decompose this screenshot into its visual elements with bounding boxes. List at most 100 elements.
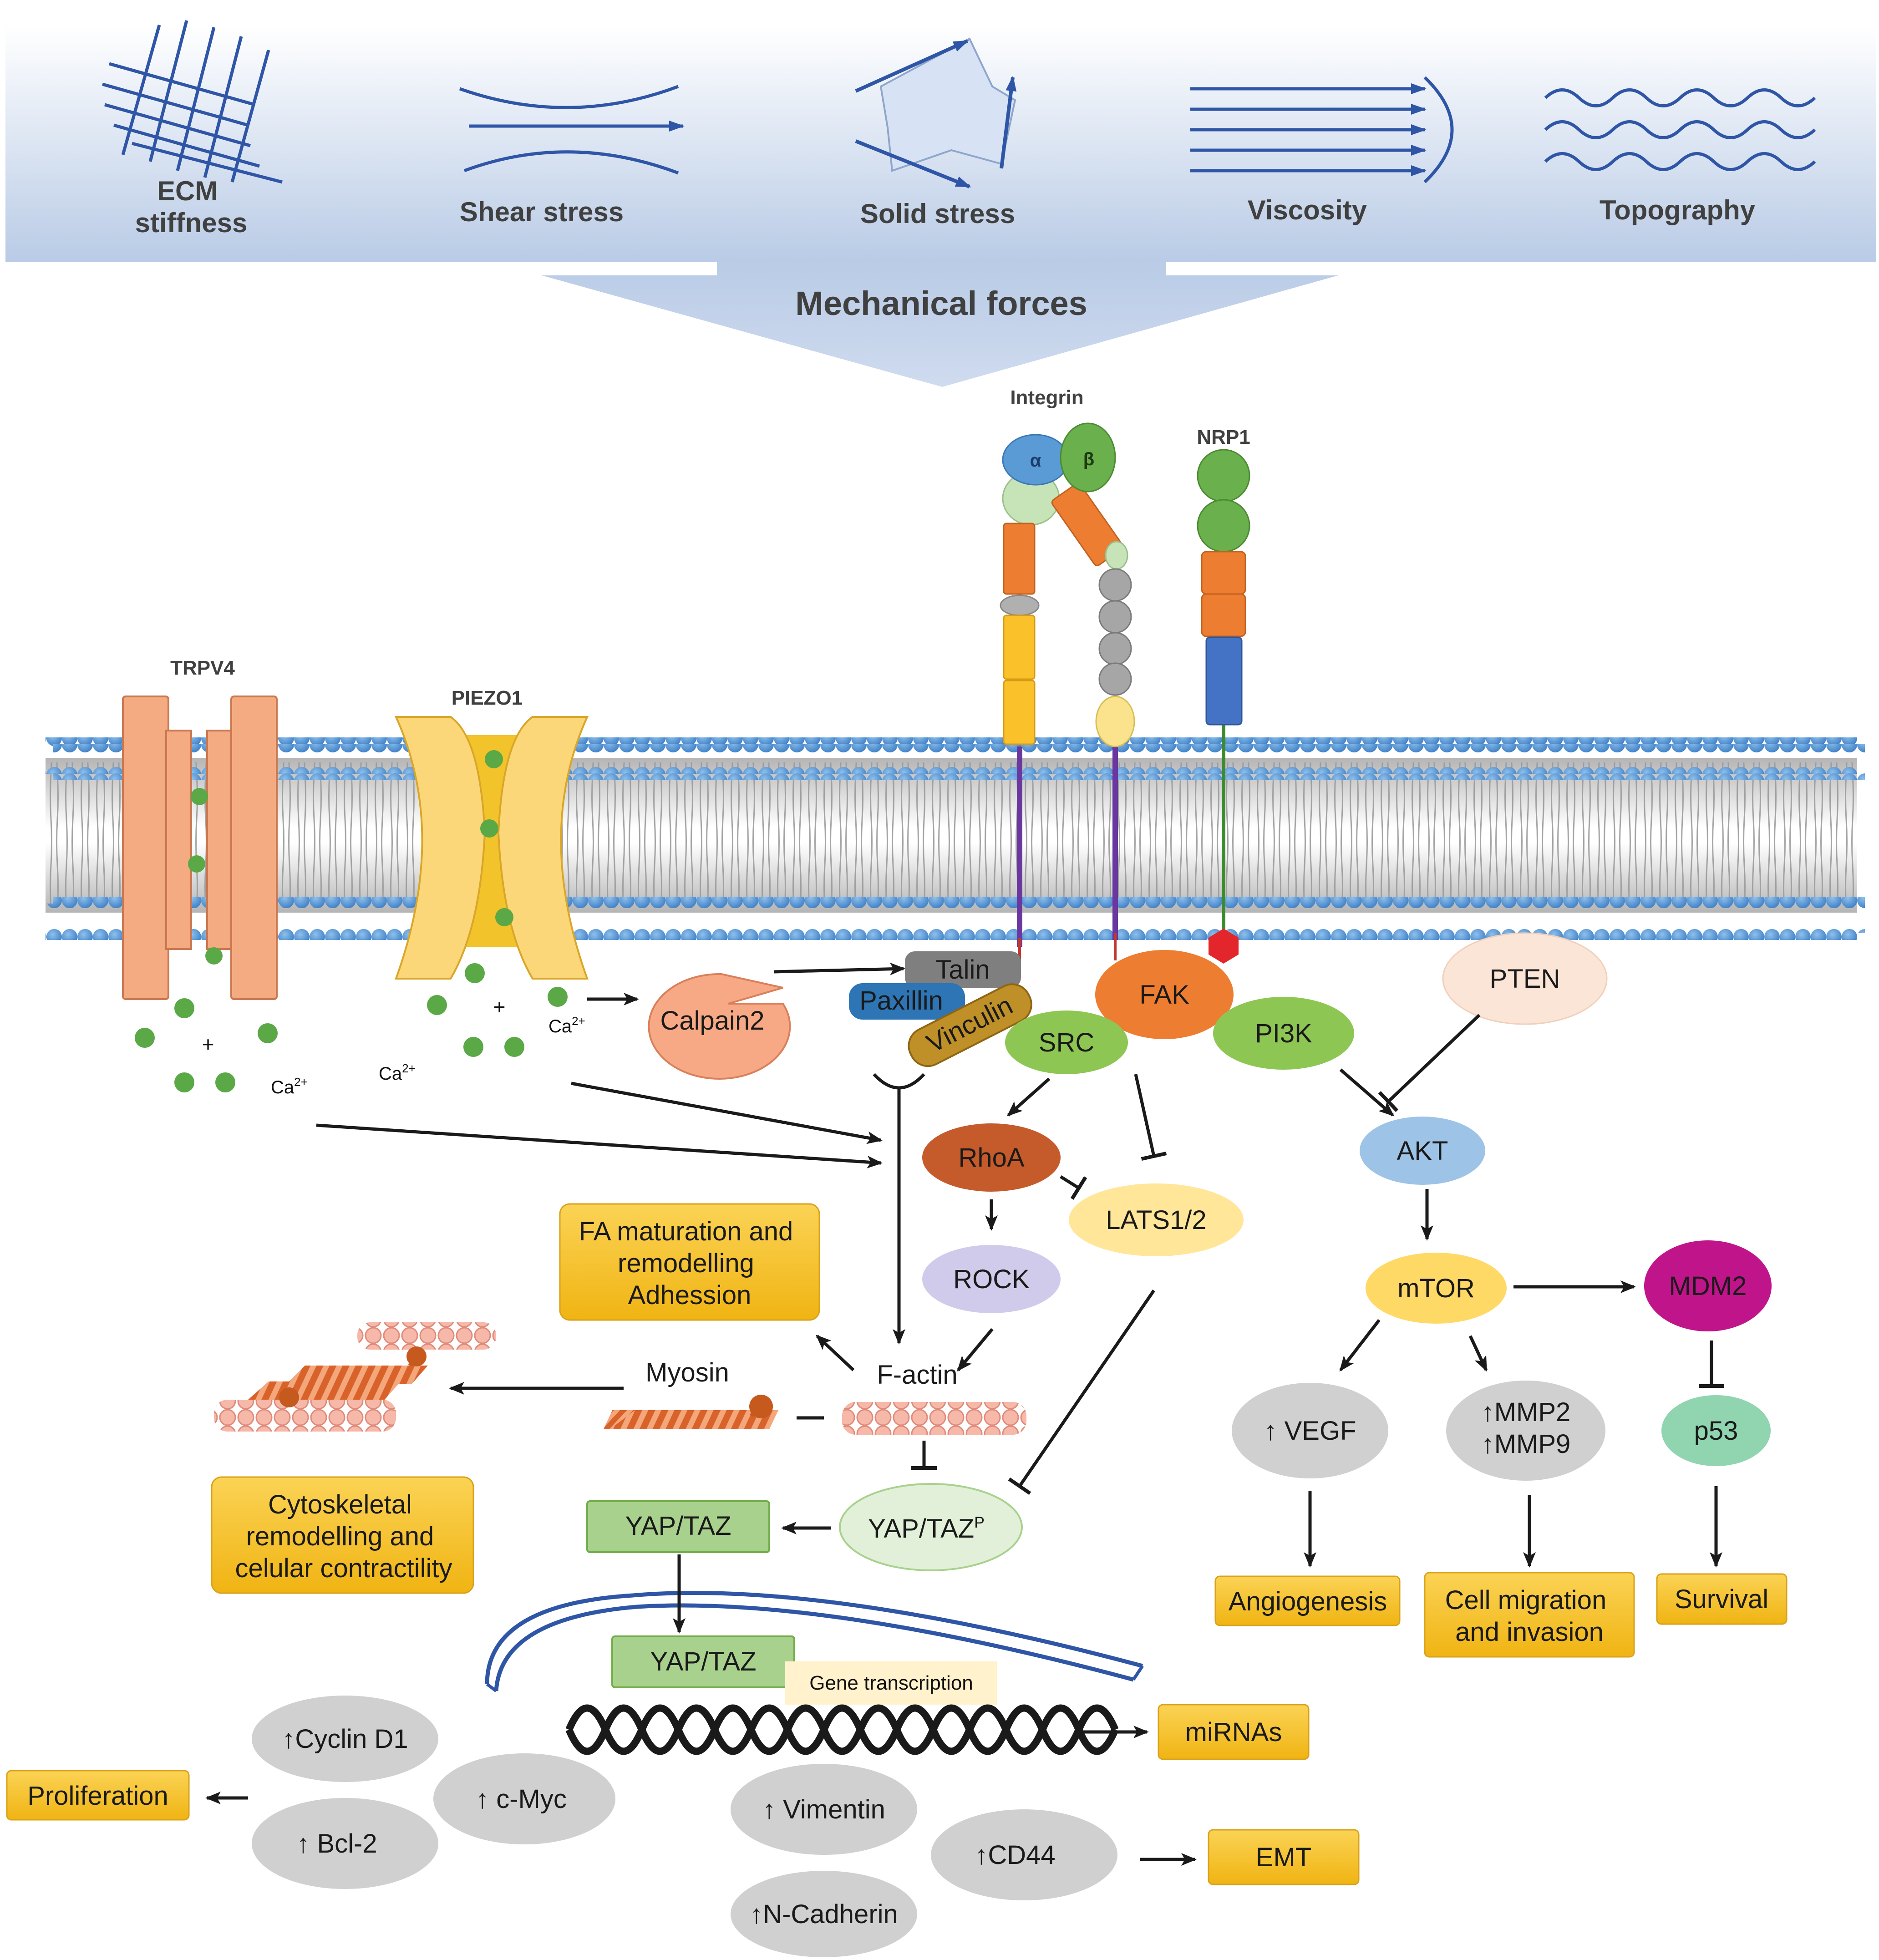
pi3k-node: PI3K: [1213, 997, 1354, 1070]
piezo1-ca-label: Ca2+: [379, 1061, 416, 1084]
trpv4-plus: +: [202, 1032, 214, 1056]
cmyc-label: ↑ c-Myc: [476, 1784, 567, 1814]
mechanical-forces-label: Mechanical forces: [795, 284, 1087, 322]
src-label: SRC: [1039, 1028, 1094, 1057]
integrin-receptor: Integrin α β: [1000, 386, 1135, 960]
cyclin-d1-node: ↑Cyclin D1: [252, 1696, 438, 1782]
arrow-trpv4-factin-merge: [316, 1123, 883, 1168]
calcium-ions: [135, 963, 568, 1092]
proliferation-label: Proliferation: [27, 1781, 168, 1811]
myosin-filament: [603, 1395, 778, 1429]
emt-box: EMT: [1208, 1829, 1360, 1885]
dna-helix: [565, 1704, 1119, 1755]
membrane-outer-heads-2: [53, 744, 1865, 780]
vimentin-node: ↑ Vimentin: [731, 1764, 917, 1855]
vegf-label: ↑ VEGF: [1264, 1416, 1356, 1446]
mmp-node: ↑MMP2 ↑MMP9: [1446, 1381, 1605, 1481]
cytoskeletal-box: Cytoskeletal remodelling and celular con…: [211, 1476, 474, 1594]
yaptaz-p-node: YAP/TAZP: [839, 1483, 1023, 1571]
actomyosin-complex: [214, 1322, 496, 1432]
shear-stress-label: Shear stress: [460, 197, 624, 227]
arrow-calpain-talin: [773, 962, 905, 975]
ecm-stiffness-icon: [102, 20, 283, 184]
fak-label: FAK: [1139, 980, 1189, 1010]
shear-stress-icon: [459, 85, 685, 175]
vinculin-cup: [873, 1073, 925, 1090]
arrow-rock-factin: [957, 1328, 994, 1372]
mdm2-node: MDM2: [1644, 1240, 1772, 1331]
p53-label: p53: [1694, 1416, 1738, 1446]
arrow-factin-fa: [816, 1335, 855, 1371]
rock-node: ROCK: [922, 1245, 1061, 1313]
integrin-label: Integrin: [1010, 386, 1083, 409]
viscosity-label: Viscosity: [1248, 195, 1367, 225]
cd44-label: ↑CD44: [975, 1840, 1055, 1870]
akt-label: AKT: [1397, 1136, 1448, 1166]
inhibit-rhoa-lats: [1060, 1175, 1087, 1200]
migration-box: Cell migration and invasion: [1424, 1572, 1635, 1658]
angiogenesis-label: Angiogenesis: [1229, 1587, 1387, 1616]
src-node: SRC: [1005, 1010, 1128, 1074]
viscosity-icon: [1190, 76, 1454, 183]
membrane-tails-lines: [46, 762, 1857, 908]
piezo1-label: PIEZO1: [452, 687, 523, 709]
emt-label: EMT: [1256, 1843, 1311, 1872]
calpain2-label: Calpain2: [660, 1006, 765, 1036]
inhibit-pten-akt: [1378, 1014, 1481, 1112]
mechanical-forces-funnel: [542, 259, 1338, 387]
yaptaz-nuc-label: YAP/TAZ: [650, 1647, 756, 1676]
paxillin-node: Paxillin: [849, 983, 965, 1020]
cyclin-d1-label: ↑Cyclin D1: [282, 1724, 408, 1754]
integrin-alpha: α: [1030, 451, 1041, 471]
mdm2-label: MDM2: [1669, 1271, 1747, 1301]
rhoa-node: RhoA: [922, 1123, 1061, 1192]
fak-node: FAK: [1095, 950, 1234, 1039]
survival-box: Survival: [1656, 1573, 1788, 1625]
myosin-label: Myosin: [645, 1358, 729, 1387]
trpv4-label: TRPV4: [170, 657, 235, 679]
gene-transcription-label: Gene transcription: [809, 1672, 973, 1694]
arrow-mtor-vegf: [1339, 1319, 1381, 1372]
vegf-node: ↑ VEGF: [1232, 1383, 1388, 1478]
talin-node: Talin: [905, 951, 1021, 988]
lats-node: LATS1/2: [1069, 1183, 1244, 1256]
calpain2-node: Calpain2: [648, 973, 791, 1080]
p53-node: p53: [1661, 1395, 1771, 1466]
paxillin-label: Paxillin: [859, 986, 943, 1016]
ncadherin-node: ↑N-Cadherin: [731, 1871, 917, 1957]
proliferation-box: Proliferation: [6, 1770, 190, 1821]
solid-stress-icon: [855, 37, 1017, 188]
yaptaz-nuc-node: YAP/TAZ: [611, 1635, 795, 1688]
migration-label: Cell migration and invasion: [1445, 1585, 1614, 1647]
fa-maturation-box: FA maturation and remodelling Adhession: [559, 1203, 820, 1321]
ecm-stiffness-label: ECM stiffness: [135, 176, 248, 238]
mirnas-label: miRNAs: [1185, 1717, 1282, 1747]
survival-label: Survival: [1675, 1584, 1768, 1614]
arrow-piezo-factin-merge: [571, 1082, 883, 1144]
inhibit-src-lats: [1134, 1074, 1167, 1161]
cd44-node: ↑CD44: [931, 1809, 1117, 1900]
piezo1-plus: +: [493, 995, 506, 1019]
piezo1-channel: PIEZO1: [394, 687, 589, 980]
topography-label: Topography: [1600, 195, 1756, 225]
solid-stress-label: Solid stress: [860, 198, 1015, 229]
factin-filament: [842, 1402, 1026, 1435]
rhoa-label: RhoA: [958, 1143, 1024, 1173]
pten-node: PTEN: [1442, 932, 1608, 1025]
trpv4-channel: TRPV4: [122, 657, 278, 1000]
bcl2-label: ↑ Bcl-2: [296, 1829, 377, 1858]
pi3k-label: PI3K: [1255, 1019, 1312, 1048]
yaptaz-cyto-label: YAP/TAZ: [625, 1511, 731, 1541]
mtor-node: mTOR: [1366, 1253, 1507, 1324]
arrow-pi3k-akt: [1339, 1068, 1395, 1117]
membrane-inner-heads-2: [53, 897, 1865, 933]
factin-label: F-actin: [877, 1360, 957, 1390]
yaptaz-cyto-node: YAP/TAZ: [586, 1500, 770, 1553]
yaptaz-p-label: YAP/TAZP: [868, 1514, 985, 1544]
pathway-arrows: [205, 962, 1724, 1866]
mmp2-label: ↑MMP2: [1481, 1397, 1571, 1427]
topography-icon: [1544, 88, 1816, 171]
pten-label: PTEN: [1490, 964, 1560, 994]
nrp1-receptor: NRP1: [1197, 426, 1250, 964]
